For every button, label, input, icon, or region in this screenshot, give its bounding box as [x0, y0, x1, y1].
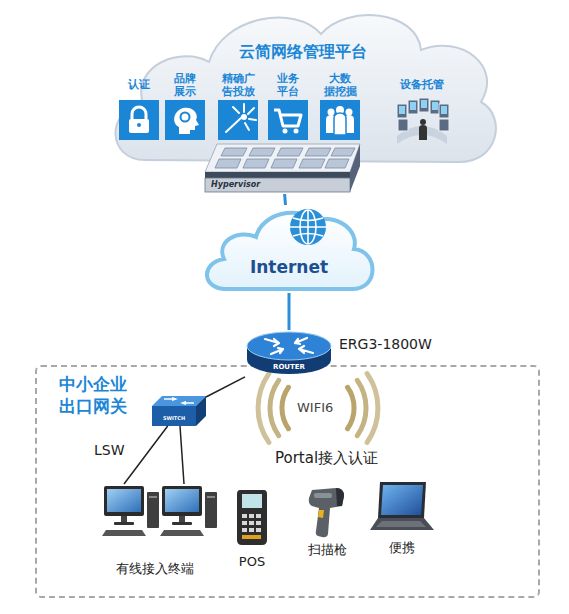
wired-terminals: 有线接入终端 — [90, 484, 220, 579]
node-sublabel: LSW — [94, 442, 138, 458]
device-hosting-icon: 设备托管 — [393, 72, 451, 154]
business-icon: 业务 平台 — [266, 70, 310, 142]
wired-terminals-art — [90, 484, 220, 544]
node-label: 认证 — [118, 78, 160, 91]
bigdata-icon-art — [320, 100, 360, 140]
node-label: 设备托管 — [393, 78, 451, 91]
node-label: 云简网络管理平台 — [105, 42, 500, 63]
enterprise-gateway-zone: 中小企业 出口网关SWITCHLSW有线接入终端POS扫描枪便携 — [35, 365, 540, 598]
laptop-art — [370, 480, 434, 536]
node-label: Hypervisor — [211, 180, 301, 190]
device-hosting-icon-art — [395, 96, 449, 152]
node-label: POS — [230, 554, 274, 569]
node-label: 有线接入终端 — [90, 560, 220, 578]
free-label: WIFI6 — [297, 400, 333, 415]
node-label: SWITCH — [152, 415, 196, 421]
node-label: 品牌 展示 — [170, 72, 200, 98]
node-label: 精确广 告投放 — [218, 72, 258, 98]
connector-line — [206, 377, 245, 397]
router-icon: ROUTERERG3-1800W — [245, 330, 333, 378]
free-label: Portal接入认证 — [275, 449, 378, 468]
switch-icon-art — [152, 396, 206, 426]
business-icon-art — [268, 100, 308, 140]
wifi-arcs — [258, 374, 378, 443]
platform-cloud: 云简网络管理平台认证品牌 展示精确广 告投放业务 平台大数 据挖掘 设备托管 Hyp… — [105, 0, 500, 200]
node-label: 便携 — [366, 539, 438, 557]
node-label: 中小企业 出口网关 — [59, 373, 139, 417]
connector-line — [288, 293, 291, 330]
ad-icon: 精确广 告投放 — [214, 70, 262, 142]
ad-icon-art — [218, 100, 258, 140]
node-label: 扫描枪 — [298, 541, 356, 559]
connector-line — [283, 194, 287, 205]
internet-cloud-art — [198, 205, 380, 293]
node-label: ROUTER — [245, 363, 333, 371]
pos-terminal: POS — [230, 488, 274, 572]
node-sublabel: ERG3-1800W — [339, 336, 469, 352]
pos-terminal-art — [236, 488, 268, 546]
switch-icon: SWITCHLSW — [152, 396, 206, 426]
auth-icon-art — [119, 100, 159, 140]
brand-icon: 品牌 展示 — [163, 70, 207, 142]
brand-icon-art — [165, 100, 205, 140]
internet-cloud: Internet — [198, 205, 380, 293]
barcode-scanner-art — [306, 486, 348, 538]
node-label: 业务 平台 — [273, 72, 303, 98]
barcode-scanner: 扫描枪 — [298, 486, 356, 562]
server-hypervisor: Hypervisor — [205, 142, 360, 194]
bigdata-icon: 大数 据挖掘 — [318, 70, 362, 142]
laptop: 便携 — [366, 480, 438, 560]
node-label: 大数 据挖掘 — [320, 72, 360, 98]
auth-icon: 认证 — [118, 70, 160, 142]
node-label: Internet — [198, 257, 380, 277]
connector-line — [124, 426, 184, 484]
